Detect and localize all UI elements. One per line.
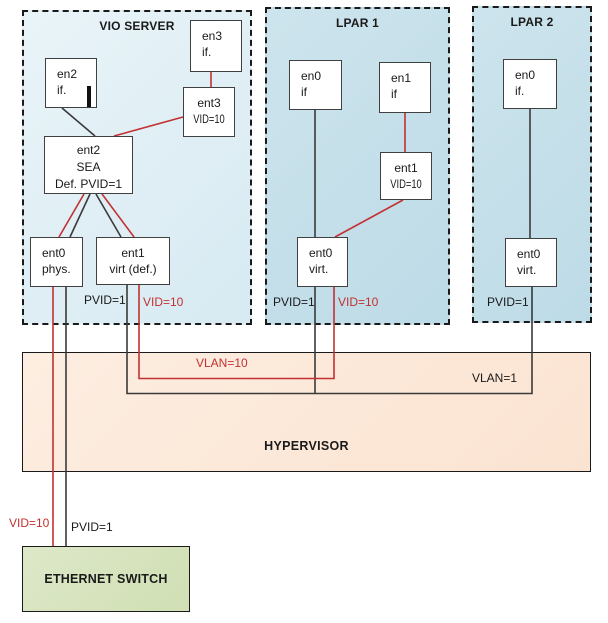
node-lpar1-ent0-virtual: ent0 virt. — [297, 237, 348, 287]
label-lpar1-pvid1: PVID=1 — [273, 295, 315, 309]
label-lpar2-pvid1: PVID=1 — [487, 295, 529, 309]
node-label: ent0 — [517, 247, 541, 261]
label-vlan1: VLAN=1 — [472, 371, 518, 385]
node-label: ent3 — [197, 96, 221, 110]
node-label: SEA — [76, 160, 101, 174]
link-ent2-ent1-red — [101, 193, 135, 238]
node-lpar2-ent0-virtual: ent0 virt. — [505, 238, 557, 287]
node-vid-label: VID=10 — [193, 112, 225, 126]
node-lpar1-ent1-adapter: ent1 VID=10 — [380, 152, 432, 200]
link-vlan10-bus — [138, 285, 335, 380]
node-label: if. — [202, 45, 212, 59]
label-vio-pvid1: PVID=1 — [84, 293, 126, 307]
node-label: phys. — [42, 262, 71, 276]
node-vio-ent0-physical: ent0 phys. — [30, 237, 83, 287]
node-label: if. — [515, 84, 525, 98]
lpar1-title: LPAR 1 — [336, 16, 379, 30]
link-en2-ent2 — [61, 107, 96, 137]
node-label: Def. PVID=1 — [54, 177, 123, 191]
node-label: en2 — [57, 67, 78, 81]
node-label: virt. — [517, 263, 537, 277]
link-ent2-ent0-black — [69, 193, 91, 238]
label-switch-pvid1: PVID=1 — [71, 520, 113, 534]
node-vio-ent2-sea: ent2 SEA Def. PVID=1 — [44, 136, 133, 194]
node-label: ent1 — [121, 246, 145, 260]
node-lpar2-en0-interface: en0 if. — [503, 59, 557, 109]
label-switch-vid10: VID=10 — [9, 516, 50, 530]
link-ent3-ent2 — [113, 116, 184, 137]
node-label: ent0 — [42, 246, 66, 260]
label-vlan10: VLAN=10 — [196, 356, 248, 370]
node-label: if — [391, 87, 397, 101]
panel-hypervisor: HYPERVISOR — [22, 352, 591, 472]
node-vio-ent1-virtual: ent1 virt (def.) — [96, 237, 170, 285]
node-label: if — [301, 85, 307, 99]
node-label: virt. — [309, 262, 329, 276]
node-vio-en3-interface: en3 if. — [190, 20, 242, 72]
lpar2-title: LPAR 2 — [510, 15, 554, 29]
vio-server-title: VIO SERVER — [99, 19, 175, 33]
panel-ethernet-switch: ETHERNET SWITCH — [22, 546, 190, 612]
node-label: en1 — [391, 71, 412, 85]
link-ent2-ent0-red — [58, 193, 85, 238]
link-ent2-ent1-black — [95, 193, 122, 238]
label-vio-vid10: VID=10 — [143, 295, 184, 309]
node-label: ent0 — [309, 246, 333, 260]
node-vio-ent3-adapter: ent3 VID=10 — [183, 87, 235, 137]
node-label: en0 — [515, 68, 536, 82]
node-label: en3 — [202, 29, 223, 43]
hypervisor-title: HYPERVISOR — [264, 439, 349, 453]
link-vlan1-bus — [126, 285, 533, 395]
node-label: en0 — [301, 69, 322, 83]
node-label: ent2 — [76, 143, 101, 157]
ethernet-switch-title: ETHERNET SWITCH — [44, 572, 168, 586]
node-label: if. — [57, 83, 67, 97]
label-lpar1-vid10: VID=10 — [338, 295, 379, 309]
node-vid-label: VID=10 — [390, 177, 422, 191]
text-cursor-artifact — [87, 86, 91, 107]
node-lpar1-en1-interface: en1 if — [379, 62, 431, 113]
node-label: virt (def.) — [109, 262, 157, 276]
node-vio-en2-interface: en2 if. — [45, 58, 97, 108]
node-lpar1-en0-interface: en0 if — [289, 60, 342, 110]
node-label: ent1 — [394, 161, 418, 175]
link-lpar1-ent1-ent0 — [334, 199, 404, 238]
